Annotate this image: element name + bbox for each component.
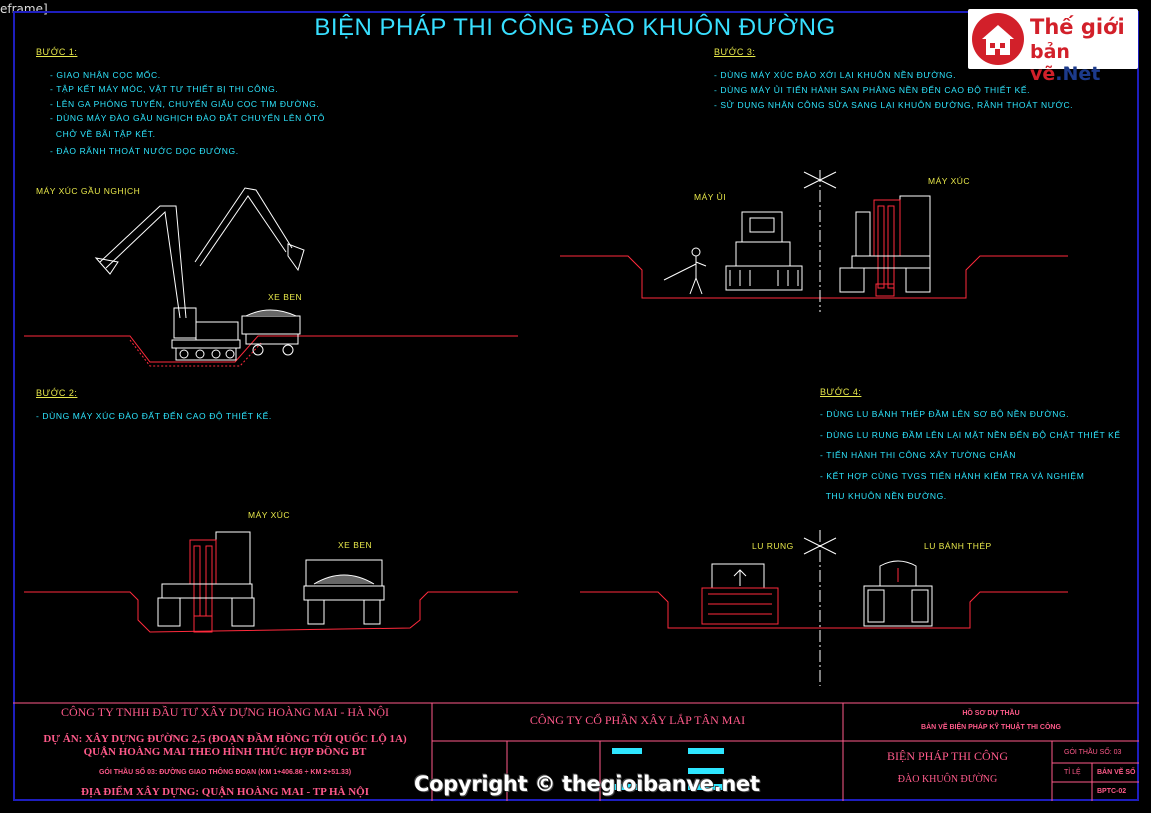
label-bulldozer: MÁY ỦI — [694, 192, 727, 202]
label-truck1: XE BEN — [268, 292, 303, 302]
label-vibro-roller: LU RUNG — [752, 541, 794, 551]
tb-drawing-sub: ĐÀO KHUÔN ĐƯỜNG — [897, 774, 998, 785]
drawing-border — [13, 11, 1139, 801]
label-truck2: XE BEN — [338, 540, 373, 550]
step4-line: - KẾT HỢP CÙNG TVGS TIẾN HÀNH KIỂM TRA V… — [820, 471, 1085, 481]
copyright-watermark: Copyright © thegioibanve.net — [414, 772, 760, 796]
step1-line: - TẬP KẾT MÁY MÓC, VẬT TƯ THIẾT BỊ THI C… — [50, 84, 279, 94]
excavator3-icon — [839, 195, 931, 297]
tb-package: GÓI THẦU SỐ 03: ĐƯỜNG GIAO THÔNG ĐOẠN (K… — [98, 769, 352, 776]
tb-dossier2: BẢN VẼ BIỆN PHÁP KỸ THUẬT THI CÔNG — [921, 724, 1061, 731]
step3-scene — [560, 170, 1068, 312]
step1-line: - DÙNG MÁY ĐÀO GẦU NGHỊCH ĐÀO ĐẤT CHUYỂN… — [50, 113, 326, 123]
step4-line: - DÙNG LU RUNG ĐẦM LÊN LẠI MẶT NỀN ĐẾN Đ… — [820, 430, 1121, 440]
drawing-title: BIỆN PHÁP THI CÔNG ĐÀO KHUÔN ĐƯỜNG — [314, 14, 836, 41]
steel-roller-icon — [863, 560, 933, 627]
logo-text-net: .Net — [1055, 63, 1101, 85]
step4-scene — [580, 530, 1068, 686]
step1-line: - GIAO NHẬN CỌC MỐC. — [50, 70, 161, 80]
tb-scale-label: TỈ LỆ — [1064, 769, 1081, 776]
step1-line: CHỞ VỀ BÃI TẬP KẾT. — [50, 129, 156, 139]
label-steel-roller: LU BÁNH THÉP — [924, 541, 992, 551]
step1-scene — [24, 187, 518, 367]
step4-heading: BƯỚC 4: — [820, 387, 862, 397]
step3-line: - DÙNG MÁY ỦI TIẾN HÀNH SAN PHẲNG NỀN ĐẾ… — [714, 85, 1031, 95]
backhoe-icon — [94, 187, 305, 361]
tb-project-line1: DỰ ÁN: XÂY DỰNG ĐƯỜNG 2,5 (ĐOẠN ĐẦM HỒNG… — [43, 733, 407, 745]
label-excavator3: MÁY XÚC — [928, 176, 971, 186]
step4-line: - DÙNG LU BÁNH THÉP ĐẦM LÊN SƠ BỘ NỀN ĐƯ… — [820, 409, 1070, 419]
titleblock-lines — [13, 702, 1139, 801]
tb-sheet-label: BẢN VẼ SỐ — [1097, 769, 1136, 776]
step1-line: - LÊN GA PHÓNG TUYẾN, CHUYỂN GIẤU CỌC TI… — [50, 99, 320, 109]
logo-text-line2: bản vẽ.Net — [1030, 41, 1138, 85]
tb-location: ĐỊA ĐIỂM XÂY DỰNG: QUẬN HOÀNG MAI - TP H… — [80, 786, 370, 798]
tb-sheet-no: BPTC-02 — [1097, 788, 1127, 795]
tb-owner: CÔNG TY TNHH ĐẦU TƯ XÂY DỰNG HOÀNG MAI -… — [60, 705, 390, 719]
label-backhoe: MÁY XÚC GẦU NGHỊCH — [36, 186, 141, 196]
vibro-roller-icon — [701, 563, 779, 625]
step2-scene — [24, 531, 518, 633]
worker-icon — [663, 247, 707, 295]
step2-heading: BƯỚC 2: — [36, 388, 78, 398]
logo-text-banve: bản vẽ — [1030, 41, 1070, 85]
house-logo-icon — [972, 13, 1024, 65]
step1-heading: BƯỚC 1: — [36, 47, 78, 57]
label-excavator2: MÁY XÚC — [248, 510, 291, 520]
step3-heading: BƯỚC 3: — [714, 47, 756, 57]
bulldozer-icon — [725, 211, 803, 291]
dump-truck2-icon — [303, 559, 385, 625]
logo-text-line1: Thế giới — [1030, 15, 1125, 39]
excavator2-icon — [157, 531, 255, 633]
step1-line: - ĐÀO RÃNH THOÁT NƯỚC DỌC ĐƯỜNG. — [50, 146, 239, 156]
step2-line: - DÙNG MÁY XÚC ĐÀO ĐẤT ĐẾN CAO ĐỘ THIẾT … — [36, 411, 272, 421]
tb-project-line2: QUẬN HOÀNG MAI THEO HÌNH THỨC HỢP ĐỒNG B… — [83, 746, 367, 758]
tb-pkg-no: GÓI THẦU SỐ: 03 — [1064, 749, 1122, 756]
step3-line: - SỬ DỤNG NHÂN CÔNG SỬA SANG LẠI KHUÔN Đ… — [714, 100, 1074, 110]
dump-truck1-icon — [241, 309, 301, 356]
site-logo[interactable]: Thế giới bản vẽ.Net — [968, 9, 1138, 85]
titleblock-highlights — [612, 748, 724, 790]
tb-contractor: CÔNG TY CỔ PHẦN XÂY LẮP TÂN MAI — [529, 713, 746, 727]
tb-drawing-title: BIỆN PHÁP THI CÔNG — [886, 749, 1008, 763]
step4-line: - TIẾN HÀNH THI CÔNG XÂY TƯỜNG CHẮN — [820, 450, 1016, 460]
tb-dossier1: HỒ SƠ DỰ THẦU — [962, 710, 1020, 717]
step3-line: - DÙNG MÁY XÚC ĐÀO XỚI LẠI KHUÔN NỀN ĐƯỜ… — [714, 70, 957, 80]
step4-line: THU KHUÔN NỀN ĐƯỜNG. — [820, 491, 947, 501]
